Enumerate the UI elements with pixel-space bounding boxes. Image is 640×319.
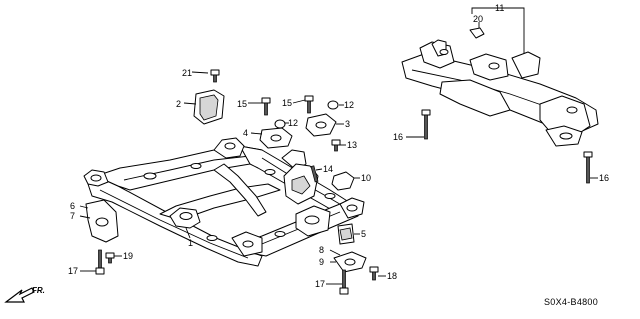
callout-14: 14: [323, 164, 333, 174]
callout-17a: 17: [68, 266, 78, 276]
callout-10: 10: [361, 173, 371, 183]
part-5-mount: [337, 223, 355, 245]
callout-15b: 15: [282, 98, 292, 108]
callout-20: 20: [473, 14, 483, 24]
part-6-7-bracket: [85, 199, 119, 243]
callout-1: 1: [188, 238, 193, 248]
callout-4: 4: [243, 128, 248, 138]
callout-11: 11: [495, 3, 504, 13]
part-13-bolt: [331, 139, 341, 152]
part-10-nut: [331, 171, 355, 191]
part-17-bolts: [95, 249, 349, 295]
part-4-bracket: [259, 127, 293, 149]
callout-3: 3: [345, 119, 350, 129]
diagram-code: S0X4-B4800: [544, 297, 598, 307]
callout-7: 7: [70, 211, 75, 221]
front-subframe: [83, 137, 365, 267]
callout-12b: 12: [344, 100, 354, 110]
part-14-bolt: [310, 165, 319, 183]
callout-13: 13: [347, 140, 357, 150]
part-12-nuts: [274, 100, 339, 129]
arrow-icon: [4, 287, 35, 303]
callout-17b: 17: [315, 279, 325, 289]
callout-15a: 15: [237, 99, 247, 109]
part-15-bolts: [261, 95, 314, 116]
callout-8: 8: [319, 245, 324, 255]
part-18-bolt: [369, 266, 379, 281]
callout-18: 18: [387, 271, 397, 281]
callout-21: 21: [182, 68, 192, 78]
callout-9: 9: [319, 257, 324, 267]
part-19-nut: [105, 252, 115, 264]
callout-labels: 21 2 15 15 12 12 3 4 13 14 10 5 8 9 18 1…: [68, 3, 609, 289]
fr-label: FR.: [32, 286, 45, 295]
callout-16b: 16: [599, 173, 609, 183]
leader-lines: [79, 7, 598, 285]
rear-subframe: [401, 39, 599, 147]
part-8-9-bracket: [333, 251, 367, 273]
part-3-bracket: [305, 113, 337, 137]
callout-2: 2: [176, 99, 181, 109]
callout-19: 19: [123, 251, 133, 261]
callout-5: 5: [361, 229, 366, 239]
part-16-bolts: [421, 109, 593, 184]
callout-6: 6: [70, 201, 75, 211]
part-21-bolt: [210, 69, 220, 83]
callout-16a: 16: [393, 132, 403, 142]
front-direction-arrow: FR.: [4, 286, 45, 303]
callout-12a: 12: [288, 118, 298, 128]
part-20-nut: [469, 27, 485, 39]
part-2-mount: [193, 89, 225, 125]
